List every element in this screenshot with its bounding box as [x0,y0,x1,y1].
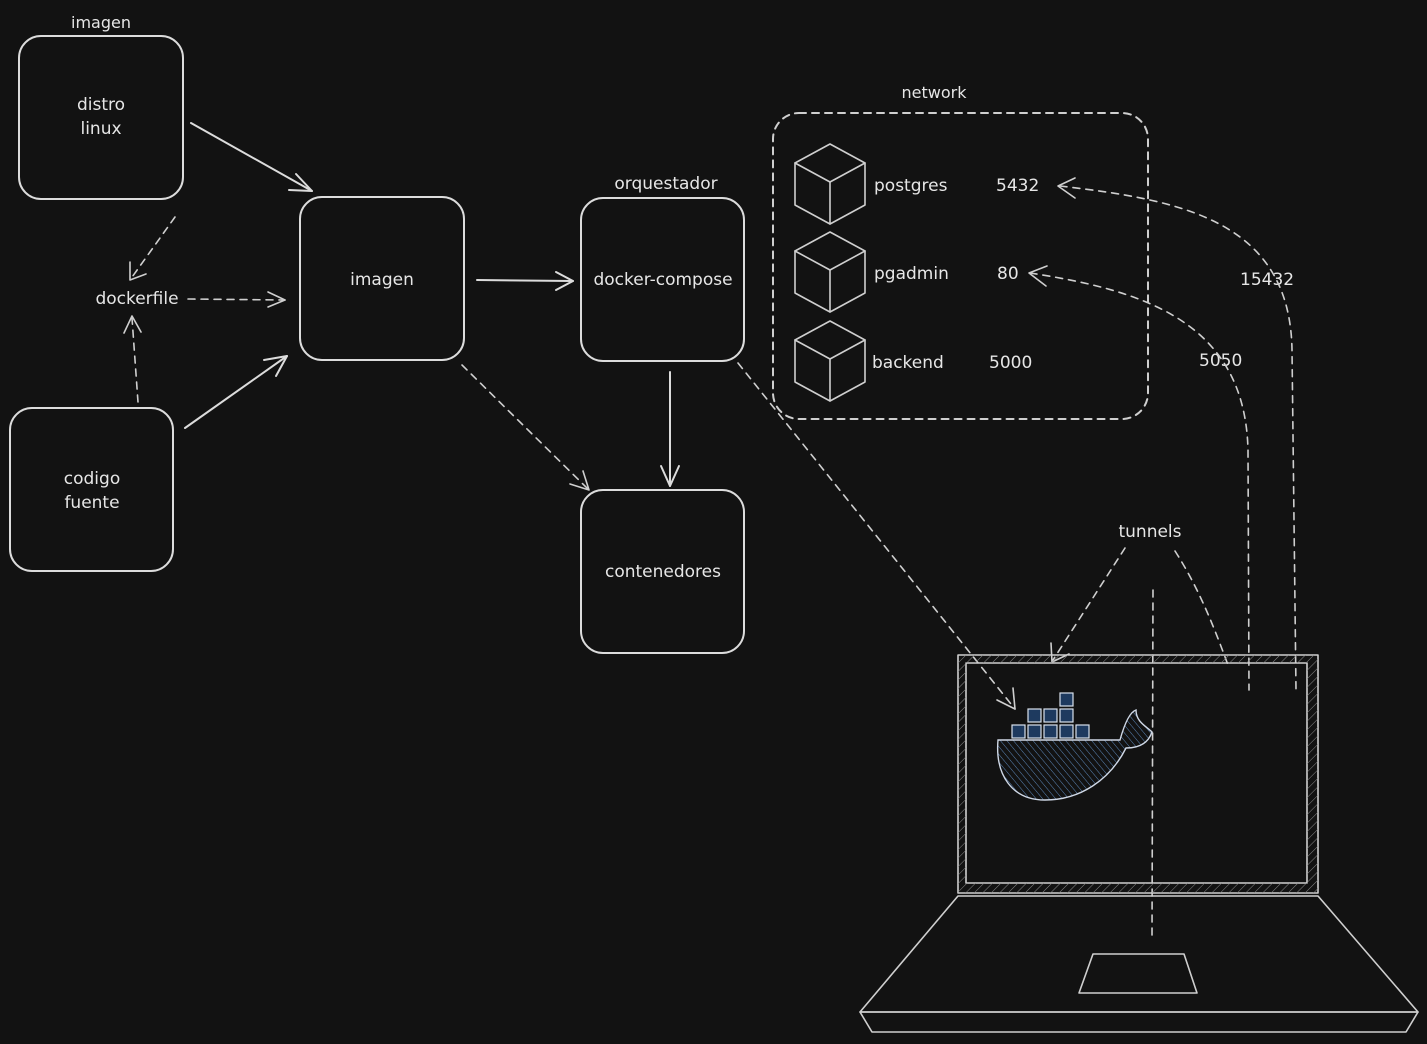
arrow-compose-to-contenedores [660,371,680,487]
codigo-fuente-box [9,407,174,572]
tunnel-curve-5050 [1028,265,1250,691]
service-backend-name: backend [872,353,944,373]
distro-label-line2: linux [80,119,121,139]
network-label: network [902,83,968,102]
arrow-distro-to-imagen [190,122,313,192]
host-port-postgres: 15432 [1240,270,1294,290]
codigo-label-line1: codigo [64,469,120,489]
dashed-arrow-dockerfile-to-imagen [187,291,286,308]
host-port-pgadmin: 5050 [1199,351,1242,371]
docker-compose-box [580,197,745,362]
codigo-label-line2: fuente [64,493,119,513]
tunnels-label: tunnels [1118,522,1181,542]
postgres-cube-icon [794,143,866,225]
dockerfile-label: dockerfile [95,289,178,309]
distro-linux-box [18,35,184,200]
arrow-codigo-to-imagen [184,355,288,429]
arrow-imagen-to-compose [476,271,574,291]
dashed-arrow-codigo-to-dockerfile [123,315,142,403]
imagen-box-label: imagen [350,270,414,290]
docker-compose-label: docker-compose [593,270,732,290]
dashed-arrow-distro-to-dockerfile [129,216,176,281]
orquestador-label: orquestador [614,174,717,194]
tunnel-curve-15432 [1057,177,1297,691]
backend-cube-icon [794,320,866,402]
service-backend-port: 5000 [989,353,1032,373]
dashed-arrow-imagen-to-contenedores [461,364,590,491]
service-pgadmin-name: pgadmin [874,264,949,284]
docker-whale-icon [996,692,1153,801]
distro-label-line1: distro [77,95,125,115]
dashed-arrow-compose-to-docker [737,362,1016,710]
contenedores-label: contenedores [605,562,721,582]
service-postgres-port: 5432 [996,176,1039,196]
pgadmin-cube-icon [794,231,866,313]
imagen-title-label: imagen [71,13,131,32]
touchpad [1078,953,1198,994]
network-box [772,112,1149,420]
service-pgadmin-port: 80 [997,264,1019,284]
service-postgres-name: postgres [874,176,948,196]
contenedores-box [580,489,745,654]
imagen-box [299,196,465,361]
laptop-icon [859,654,1419,1033]
